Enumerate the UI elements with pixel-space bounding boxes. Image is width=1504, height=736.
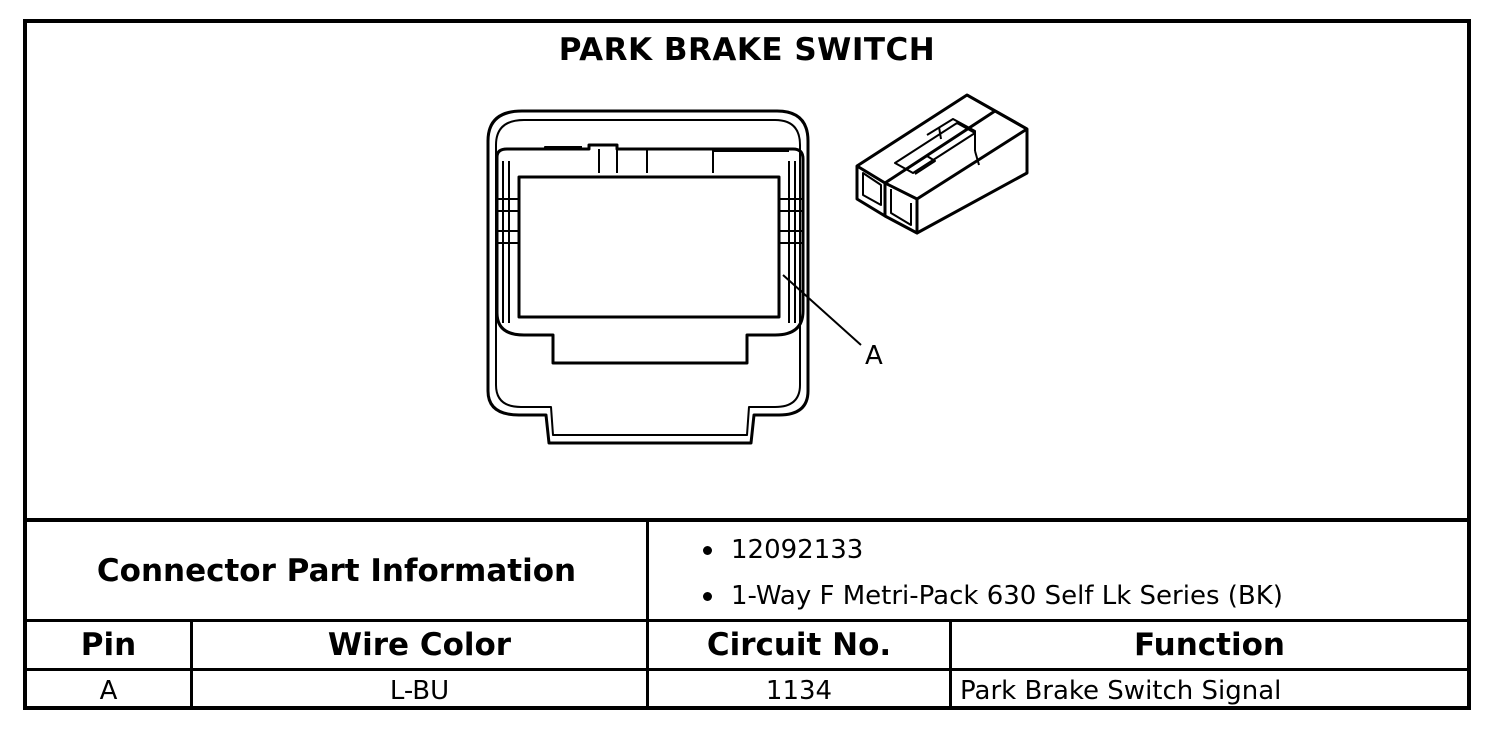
connector-drawing — [486, 93, 1029, 445]
table-row-function: Park Brake Switch Signal — [960, 675, 1282, 706]
connector-info-label: Connector Part Information — [96, 552, 577, 589]
connector-inner-shell — [495, 143, 805, 365]
connector-side-slot-right — [779, 198, 803, 244]
divider-diagram — [27, 518, 1467, 522]
list-item: 1-Way F Metri-Pack 630 Self Lk Series (B… — [697, 573, 1283, 619]
connector-info-list: 12092133 1-Way F Metri-Pack 630 Self Lk … — [697, 527, 1283, 619]
pin-cavity-a — [517, 175, 781, 319]
header-circuit-no: Circuit No. — [706, 627, 892, 663]
header-pin: Pin — [80, 627, 137, 663]
connector-isometric-view — [855, 93, 1029, 235]
divider-header — [27, 668, 1467, 671]
table-row-pin: A — [99, 675, 118, 706]
diagram-area: PARK BRAKE SWITCH — [27, 23, 1467, 522]
connector-housing-outline — [486, 109, 810, 445]
header-wire-color: Wire Color — [327, 627, 512, 663]
connector-sheet: PARK BRAKE SWITCH — [23, 19, 1471, 710]
header-function: Function — [1134, 627, 1285, 663]
callout-leader-line — [782, 274, 862, 346]
list-item: 12092133 — [697, 527, 1283, 573]
connector-side-rail-right — [788, 161, 796, 323]
callout-label-a: A — [865, 341, 883, 371]
diagram-title: PARK BRAKE SWITCH — [558, 32, 936, 68]
divider-col-1 — [190, 622, 193, 706]
divider-col-2 — [646, 522, 649, 706]
bullet-icon — [703, 592, 712, 601]
connector-housing-inner — [495, 119, 801, 436]
table-row-circuit-no: 1134 — [765, 675, 833, 706]
divider-col-3 — [949, 622, 952, 706]
connector-side-rail-left — [502, 161, 510, 323]
table-row-wire-color: L-BU — [389, 675, 450, 706]
connector-top-tabs — [544, 146, 789, 173]
bullet-icon — [703, 546, 712, 555]
divider-info — [27, 619, 1467, 622]
